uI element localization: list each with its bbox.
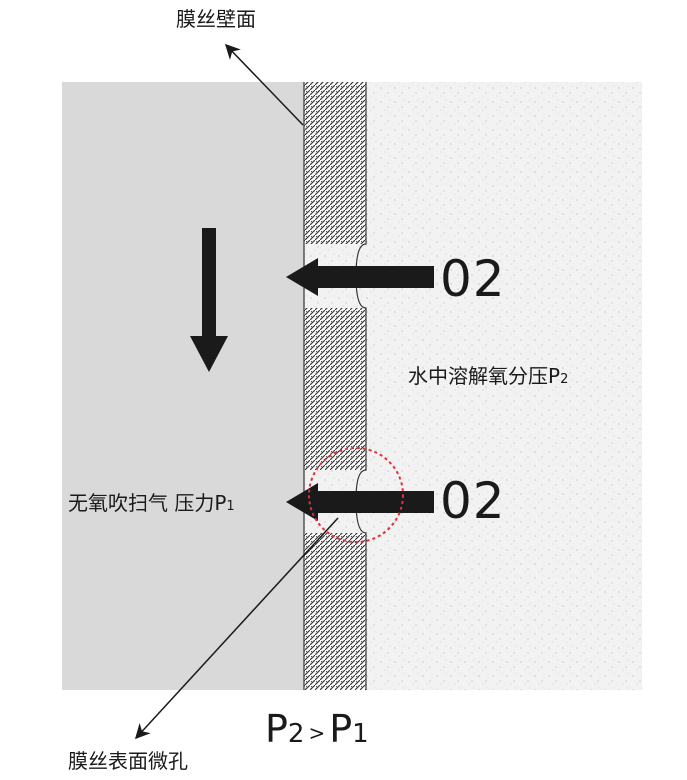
oxygen-label-bottom: 02 [440, 472, 506, 530]
membrane-wall-label: 膜丝壁面 [176, 7, 256, 31]
micropore-highlight-circle [308, 447, 404, 543]
membrane-wall-segment [304, 82, 366, 244]
sweep-gas-label: 无氧吹扫气 压力P1 [68, 491, 235, 515]
micropore-label: 膜丝表面微孔 [68, 749, 188, 773]
arrow-pointer-icon [134, 517, 339, 740]
membrane-outline [303, 82, 367, 690]
gas-side-region [62, 82, 304, 690]
oxygen-label-top: 02 [440, 250, 506, 308]
arrow-left-icon [286, 258, 434, 296]
pressure-relation: P2>P1 [265, 707, 369, 751]
membrane-wall-segment [304, 308, 366, 470]
arrow-pointer-icon [224, 43, 304, 126]
water-side-label: 水中溶解氧分压P2 [408, 364, 568, 388]
membrane-wall-segment [304, 533, 366, 690]
arrow-down-icon [190, 228, 228, 372]
